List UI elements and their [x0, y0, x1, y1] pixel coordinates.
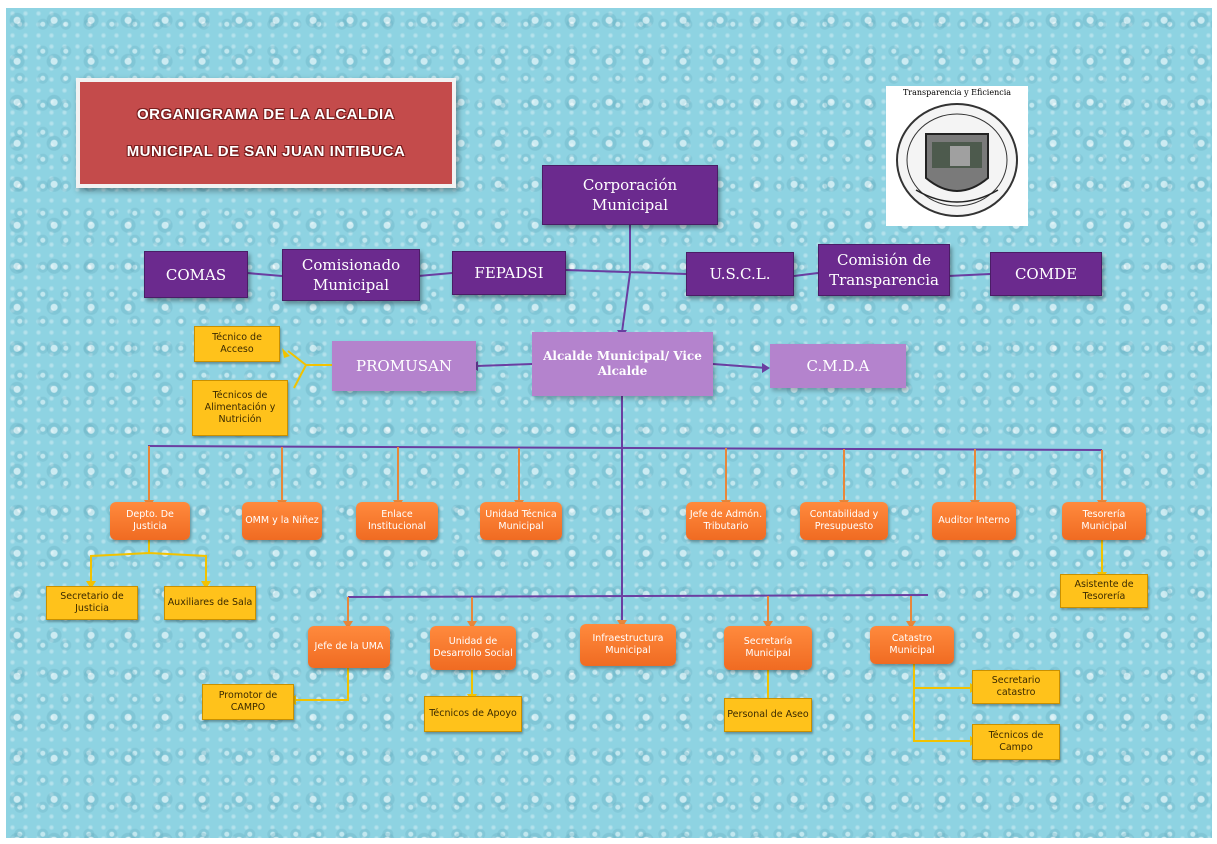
node-comision-transparencia: Comisión de Transparencia	[818, 244, 950, 296]
line-promusan-tecnicos	[287, 350, 332, 389]
node-auxiliares-sala: Auxiliares de Sala	[164, 586, 256, 620]
node-tecnicos-campo: Técnicos de Campo	[972, 724, 1060, 760]
node-catastro-municipal: Catastro Municipal	[870, 626, 954, 664]
node-comas: COMAS	[144, 251, 248, 298]
node-jefe-admon-tributario: Jefe de Admón. Tributario	[686, 502, 766, 540]
line-uscl-comision	[793, 272, 819, 277]
node-tecnico-acceso: Técnico de Acceso	[194, 326, 280, 362]
node-tecnicos-apoyo: Técnicos de Apoyo	[424, 696, 522, 732]
node-jefe-uma: Jefe de la UMA	[308, 626, 390, 668]
chart-title-line-2: MUNICIPAL DE SAN JUAN INTIBUCA	[126, 143, 406, 160]
node-corporacion-municipal: Corporación Municipal	[542, 165, 718, 225]
node-cmda: C.M.D.A	[770, 344, 906, 388]
node-depto-justicia: Depto. De Justicia	[110, 502, 190, 540]
chart-title-banner: ORGANIGRAMA DE LA ALCALDIA MUNICIPAL DE …	[76, 78, 456, 188]
node-promusan: PROMUSAN	[332, 341, 476, 391]
line-fepadsi-uscl	[565, 269, 687, 275]
node-infraestructura-municipal: Infraestructura Municipal	[580, 624, 676, 666]
node-secretaria-municipal: Secretaría Municipal	[724, 626, 812, 670]
line-comas-comisionado	[246, 272, 283, 277]
line-justicia-subs	[90, 540, 207, 583]
seal-caption: Transparencia y Eficiencia	[902, 88, 1012, 97]
line-bus-row2	[347, 594, 929, 598]
node-unidad-tecnica: Unidad Técnica Municipal	[480, 502, 562, 540]
municipal-seal-logo: Transparencia y Eficiencia	[886, 86, 1028, 226]
node-secretario-catastro: Secretario catastro	[972, 670, 1060, 704]
node-promotor-campo: Promotor de CAMPO	[202, 684, 294, 720]
node-enlace-institucional: Enlace Institucional	[356, 502, 438, 540]
node-auditor-interno: Auditor Interno	[932, 502, 1016, 540]
line-bus-row1	[147, 445, 1103, 451]
node-contabilidad-presupuesto: Contabilidad y Presupuesto	[800, 502, 888, 540]
line-alcalde-promusan	[475, 363, 533, 367]
line-alcalde-cmda	[712, 363, 767, 369]
line-comisionado-fepadsi	[417, 272, 453, 277]
node-secretario-justicia: Secretario de Justicia	[46, 586, 138, 620]
node-unidad-desarrollo-social: Unidad de Desarrollo Social	[430, 626, 516, 670]
seal-emblem-icon	[896, 103, 1018, 217]
node-alcalde-municipal: Alcalde Municipal/ Vice Alcalde	[532, 332, 713, 396]
node-uscl: U.S.C.L.	[686, 252, 794, 296]
line-uma-promotor	[294, 668, 349, 701]
node-tesoreria-municipal: Tesorería Municipal	[1062, 502, 1146, 540]
node-comisionado-municipal: Comisionado Municipal	[282, 249, 420, 301]
node-omm-ninez: OMM y la Niñez	[242, 502, 322, 540]
org-chart-canvas: ORGANIGRAMA DE LA ALCALDIA MUNICIPAL DE …	[6, 8, 1212, 838]
node-asistente-tesoreria: Asistente de Tesorería	[1060, 574, 1148, 608]
node-fepadsi: FEPADSI	[452, 251, 566, 295]
node-comde: COMDE	[990, 252, 1102, 296]
node-tecnicos-alimentacion: Técnicos de Alimentación y Nutrición	[192, 380, 288, 436]
chart-title-line-1: ORGANIGRAMA DE LA ALCALDIA	[137, 106, 395, 123]
line-corporacion-alcalde	[621, 223, 631, 333]
node-personal-aseo: Personal de Aseo	[724, 698, 812, 732]
line-comision-comde	[947, 273, 991, 277]
line-catastro-subs	[913, 663, 972, 742]
